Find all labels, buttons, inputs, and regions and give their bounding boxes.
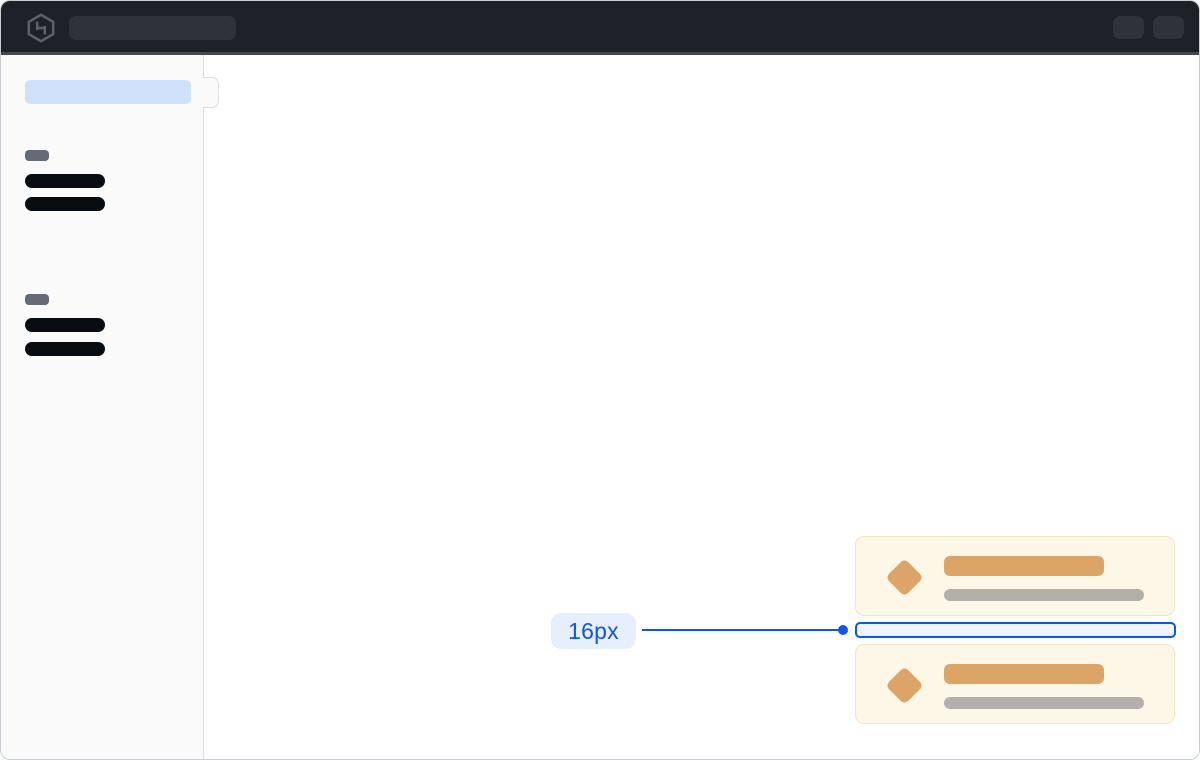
sidebar-section-label-skeleton	[25, 150, 49, 161]
diamond-icon	[885, 558, 924, 597]
annotation-connector-dot	[838, 625, 848, 635]
header-button-skeleton-2[interactable]	[1153, 16, 1184, 39]
sidebar-active-item-skeleton[interactable]	[25, 80, 191, 104]
card-title-skeleton	[944, 664, 1104, 684]
sidebar-resize-handle[interactable]	[203, 77, 219, 108]
annotation-connector-line	[642, 629, 839, 631]
sidebar-item-skeleton[interactable]	[25, 342, 105, 356]
sidebar-item-skeleton[interactable]	[25, 318, 105, 332]
spacing-value-badge: 16px	[551, 613, 636, 649]
sidebar-section-label-skeleton	[25, 294, 49, 305]
app-header	[1, 1, 1199, 55]
sidebar-item-skeleton[interactable]	[25, 174, 105, 188]
card-subtitle-skeleton	[944, 697, 1144, 709]
spacing-gap-highlight	[855, 622, 1176, 638]
card-title-skeleton	[944, 556, 1104, 576]
search-input-skeleton[interactable]	[69, 16, 236, 40]
diamond-icon	[885, 666, 924, 705]
sidebar	[1, 55, 204, 759]
list-item-card[interactable]	[855, 644, 1175, 724]
main-content	[205, 55, 1199, 759]
header-button-skeleton-1[interactable]	[1113, 16, 1144, 39]
list-item-card[interactable]	[855, 536, 1175, 616]
card-subtitle-skeleton	[944, 589, 1144, 601]
hashicorp-logo-icon[interactable]	[27, 13, 55, 43]
sidebar-item-skeleton[interactable]	[25, 197, 105, 211]
